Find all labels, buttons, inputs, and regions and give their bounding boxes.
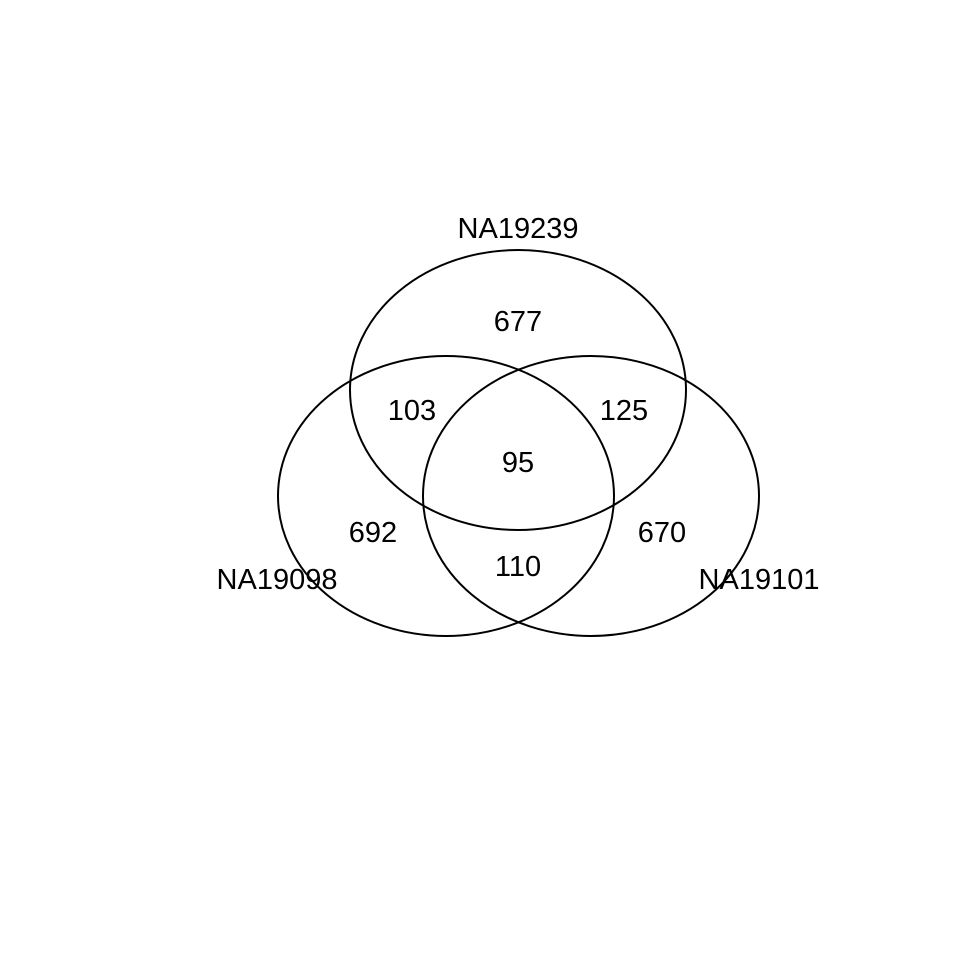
set-circle-na19239 (349, 249, 687, 531)
region-count-na19239-na19098: 103 (388, 395, 436, 427)
set-label-na19098: NA19098 (217, 564, 338, 596)
set-circle-na19101 (422, 355, 760, 637)
region-count-na19101-only: 670 (638, 517, 686, 549)
region-count-na19098-only: 692 (349, 517, 397, 549)
set-label-na19101: NA19101 (699, 564, 820, 596)
set-label-na19239: NA19239 (458, 213, 579, 245)
set-circle-na19098 (277, 355, 615, 637)
region-count-na19239-na19101: 125 (600, 395, 648, 427)
region-count-na19098-na19101: 110 (495, 551, 541, 583)
region-count-na19239-only: 677 (494, 306, 542, 338)
region-count-all-three: 95 (502, 447, 534, 479)
